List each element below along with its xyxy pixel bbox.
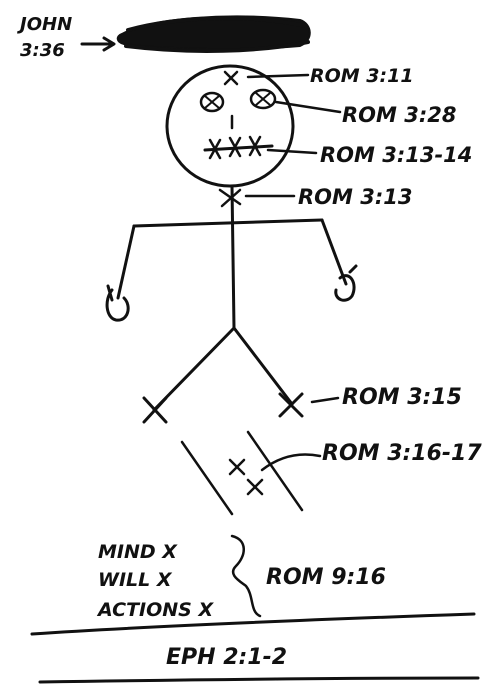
x-mark-icon [223, 70, 239, 86]
label-mouth: ROM 3:13-14 [320, 143, 472, 167]
label-eyes: ROM 3:28 [342, 103, 456, 127]
faculty-mind: MIND X [98, 541, 178, 563]
body [105, 184, 358, 424]
pointer-lines [244, 73, 342, 472]
faculty-actions: ACTIONS X [96, 599, 214, 621]
scribble-bar [116, 15, 311, 53]
mouth-icon [203, 135, 274, 160]
right-eye-icon [249, 88, 277, 110]
label-eyebrow: ROM 3:11 [310, 65, 414, 87]
lower-line [38, 676, 480, 684]
eph-ref: EPH 2:1-2 [166, 645, 287, 670]
faculty-will: WILL X [98, 569, 173, 591]
path-lines [180, 430, 304, 516]
john-ref-line2: 3:36 [20, 40, 65, 61]
head [165, 64, 295, 188]
label-feet: ROM 3:15 [342, 385, 462, 410]
john-ref-line1: JOHN [17, 14, 72, 35]
faculties-ref: ROM 9:16 [266, 565, 386, 590]
arrow-icon [80, 36, 116, 52]
left-eye-icon [199, 91, 225, 113]
upper-line [30, 612, 476, 636]
label-throat: ROM 3:13 [298, 185, 412, 209]
brace-icon [230, 534, 262, 618]
label-path: ROM 3:16-17 [322, 441, 482, 466]
